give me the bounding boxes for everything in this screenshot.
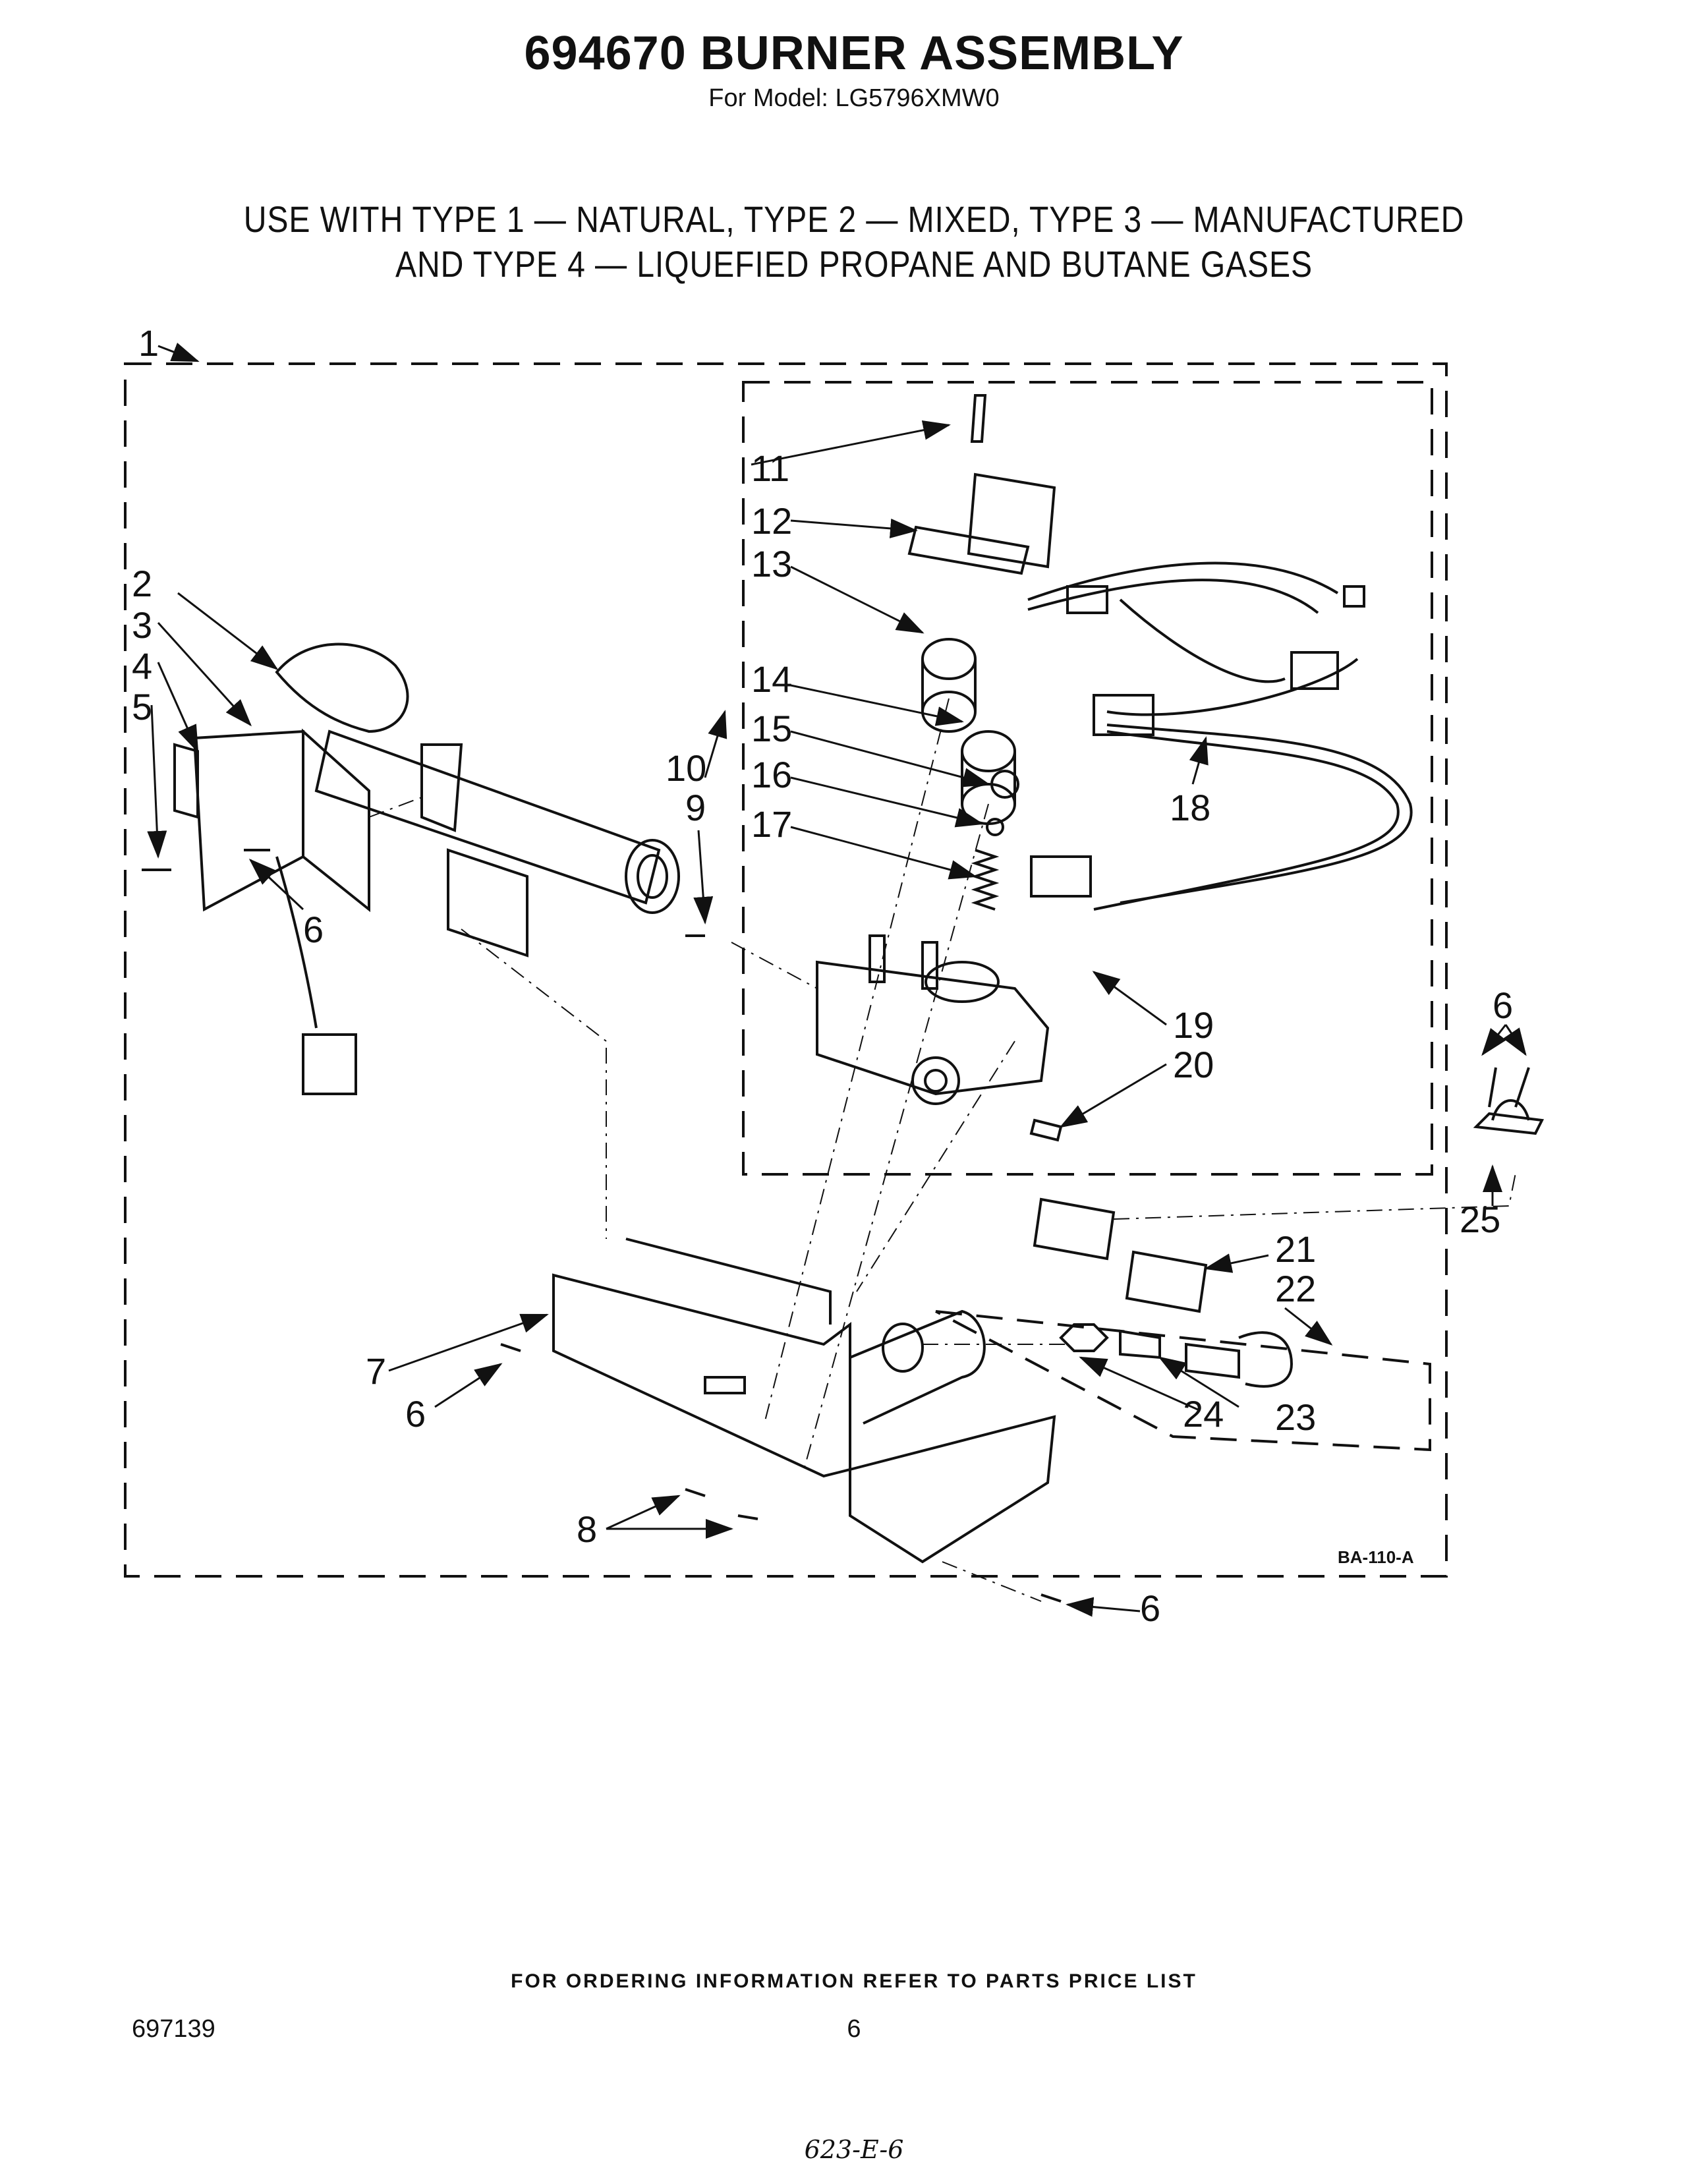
model-subtitle: For Model: LG5796XMW0 (708, 84, 1000, 112)
callout-14: 14 (751, 658, 792, 700)
burner-shield (447, 848, 528, 957)
callout-16: 16 (751, 754, 792, 795)
coil-cover (907, 472, 1056, 575)
page-title: 694670 BURNER ASSEMBLY (524, 27, 1184, 80)
orifice-fittings (935, 1310, 1431, 1452)
burner-tube (275, 642, 680, 914)
callout-15: 15 (751, 708, 792, 749)
valve-spring (971, 770, 1019, 911)
callout-23: 23 (1275, 1396, 1316, 1438)
gas-valve-body (816, 934, 1050, 1105)
callout-1: 1 (138, 322, 159, 364)
callout-19: 19 (1173, 1004, 1214, 1046)
callout-22: 22 (1275, 1268, 1316, 1309)
callout-6-left: 6 (303, 909, 324, 950)
outer-assembly-boundary (124, 362, 1448, 1578)
callout-10: 10 (666, 747, 706, 789)
callout-5: 5 (132, 686, 152, 728)
callout-6-bracket: 6 (405, 1393, 426, 1435)
callout-21: 21 (1275, 1228, 1316, 1270)
callout-7: 7 (366, 1350, 386, 1392)
wire-harness (1027, 561, 1413, 911)
valve-assembly-boundary (742, 381, 1433, 1176)
burner-bracket (552, 1238, 1056, 1564)
callout-12: 12 (751, 500, 792, 542)
callout-17: 17 (751, 803, 792, 845)
callout-25: 25 (1460, 1199, 1500, 1240)
drawing-code: BA-110-A (1338, 1547, 1414, 1567)
callout-24: 24 (1183, 1393, 1224, 1435)
page-number: 6 (847, 2015, 861, 2043)
alignment-lines (368, 698, 1516, 1602)
callout-13: 13 (751, 543, 792, 585)
igniter-bracket (173, 728, 370, 1095)
callout-leaders (147, 343, 1527, 1617)
callout-4: 4 (132, 645, 152, 687)
callout-6-bottom: 6 (1140, 1587, 1160, 1629)
screws (142, 849, 1063, 1603)
gas-types-line-2: AND TYPE 4 — LIQUEFIED PROPANE AND BUTAN… (395, 243, 1313, 285)
callout-2: 2 (132, 563, 152, 604)
ordering-note: FOR ORDERING INFORMATION REFER TO PARTS … (511, 1970, 1197, 1992)
callout-8: 8 (577, 1508, 597, 1550)
gas-types-line-1: USE WITH TYPE 1 — NATURAL, TYPE 2 — MIXE… (243, 198, 1465, 240)
callout-9: 9 (685, 787, 706, 828)
callout-3: 3 (132, 604, 152, 646)
document-number: 697139 (132, 2015, 215, 2043)
pipe-clamp (1473, 1067, 1545, 1135)
callout-6-right: 6 (1493, 985, 1513, 1026)
screw (970, 394, 987, 443)
callout-11: 11 (751, 447, 789, 489)
callout-20: 20 (1173, 1044, 1214, 1085)
pipe-nipple (1033, 1197, 1208, 1313)
callout-18: 18 (1170, 787, 1210, 828)
handwritten-note: 623-E-6 (804, 2135, 904, 2164)
